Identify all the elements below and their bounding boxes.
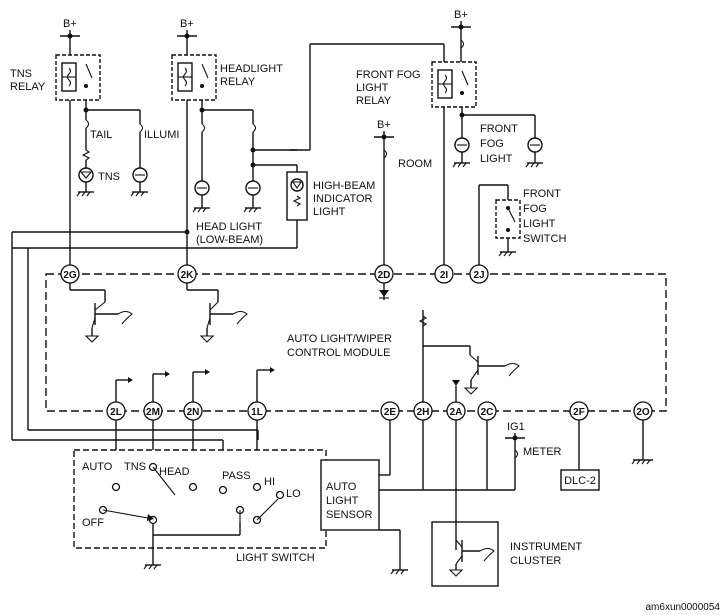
svg-text:LIGHT: LIGHT: [356, 82, 389, 94]
meter-feed: IG1 METER: [505, 421, 562, 490]
svg-text:AUTO: AUTO: [326, 481, 357, 493]
illumi-branch: ILLUMI: [130, 110, 179, 197]
terminal-2j: 2J: [469, 264, 489, 284]
light-switch: AUTO TNS HEAD PASS HI LO OFF LIGHT SWITC…: [73, 449, 327, 570]
terminal-2n: 2N: [183, 401, 203, 421]
terminal-2g: 2G: [60, 264, 80, 284]
svg-text:(LOW-BEAM): (LOW-BEAM): [196, 234, 263, 246]
svg-text:IG1: IG1: [507, 421, 525, 433]
svg-text:INDICATOR: INDICATOR: [313, 193, 373, 205]
svg-text:2O: 2O: [636, 407, 650, 418]
svg-text:LIGHT: LIGHT: [523, 218, 556, 230]
svg-text:2C: 2C: [481, 407, 494, 418]
dlc-2: DLC-2: [560, 469, 600, 491]
svg-text:2J: 2J: [473, 270, 484, 281]
svg-text:2I: 2I: [440, 270, 449, 281]
terminal-2a: 2A: [446, 401, 466, 421]
svg-text:2K: 2K: [181, 270, 195, 281]
terminal-2d: 2D: [374, 264, 394, 284]
terminal-2f: 2F: [569, 401, 589, 421]
svg-text:FOG: FOG: [523, 203, 547, 215]
svg-text:LO: LO: [286, 488, 301, 500]
svg-text:HI: HI: [264, 476, 275, 488]
svg-text:HEADLIGHT: HEADLIGHT: [220, 63, 283, 75]
svg-text:2M: 2M: [146, 407, 160, 418]
tns-relay: TNS RELAY: [10, 54, 140, 265]
control-module: AUTO LIGHT/WIPER CONTROL MODULE: [45, 273, 667, 412]
svg-text:2E: 2E: [384, 407, 397, 418]
svg-text:INSTRUMENT: INSTRUMENT: [510, 541, 582, 553]
terminals-bottom: 2L 2M 2N 1L 2E 2H 2A 2C 2F 2O: [106, 401, 653, 421]
svg-text:PASS: PASS: [222, 470, 251, 482]
svg-text:FRONT: FRONT: [523, 188, 561, 200]
svg-text:HEAD: HEAD: [159, 466, 190, 478]
svg-text:TNS: TNS: [98, 171, 120, 183]
instrument-cluster: INSTRUMENT CLUSTER: [431, 521, 582, 587]
svg-text:2D: 2D: [378, 270, 391, 281]
svg-text:RELAY: RELAY: [220, 76, 256, 88]
svg-text:B+: B+: [454, 9, 468, 21]
svg-text:TNS: TNS: [10, 68, 32, 80]
svg-text:LIGHT: LIGHT: [313, 206, 346, 218]
svg-text:RELAY: RELAY: [356, 95, 392, 107]
headlight-relay: HEADLIGHT RELAY: [171, 54, 283, 265]
terminal-2e: 2E: [380, 401, 400, 421]
svg-text:AUTO LIGHT/WIPER: AUTO LIGHT/WIPER: [287, 333, 392, 345]
svg-text:SENSOR: SENSOR: [326, 509, 373, 521]
svg-text:CONTROL MODULE: CONTROL MODULE: [287, 347, 391, 359]
svg-text:HIGH-BEAM: HIGH-BEAM: [313, 180, 375, 192]
svg-text:LIGHT: LIGHT: [480, 153, 513, 165]
terminal-2o: 2O: [633, 401, 653, 421]
figure-reference: am6xun0000054: [645, 602, 720, 613]
terminal-2k: 2K: [177, 264, 197, 284]
svg-text:DLC-2: DLC-2: [564, 475, 596, 487]
svg-text:B+: B+: [180, 18, 194, 30]
svg-text:2A: 2A: [450, 407, 463, 418]
terminal-2i: 2I: [434, 264, 454, 284]
svg-text:AUTO: AUTO: [82, 461, 113, 473]
svg-text:2N: 2N: [187, 407, 200, 418]
svg-text:ROOM: ROOM: [398, 158, 432, 170]
svg-text:LIGHT SWITCH: LIGHT SWITCH: [236, 552, 315, 564]
terminal-2m: 2M: [143, 401, 163, 421]
svg-text:LIGHT: LIGHT: [326, 495, 359, 507]
front-fog-light-switch: FRONT FOG LIGHT SWITCH: [478, 184, 566, 265]
terminal-2h: 2H: [413, 401, 433, 421]
svg-text:B+: B+: [377, 119, 391, 131]
left-harness: [11, 229, 258, 441]
svg-text:2H: 2H: [417, 407, 430, 418]
svg-text:FRONT FOG: FRONT FOG: [356, 69, 421, 81]
svg-text:2G: 2G: [63, 270, 77, 281]
terminal-2c: 2C: [477, 401, 497, 421]
svg-text:FRONT: FRONT: [480, 123, 518, 135]
high-beam-indicator: HIGH-BEAM INDICATOR LIGHT: [12, 147, 375, 249]
head-light-low-beam: HEAD LIGHT (LOW-BEAM): [192, 110, 263, 246]
terminals-top: 2G 2K 2D 2I 2J: [60, 264, 489, 284]
auto-light-sensor: AUTO LIGHT SENSOR: [320, 459, 408, 575]
room-diode: [379, 282, 389, 300]
svg-text:FOG: FOG: [480, 138, 504, 150]
svg-text:2F: 2F: [573, 407, 585, 418]
svg-text:METER: METER: [523, 446, 562, 458]
svg-text:TAIL: TAIL: [90, 129, 112, 141]
svg-text:1L: 1L: [251, 407, 263, 418]
front-fog-light-relay: FRONT FOG LIGHT RELAY FRONT FOG LIGHT: [356, 61, 543, 265]
svg-text:RELAY: RELAY: [10, 81, 46, 93]
bplus-supply-headlight: B+: [177, 18, 197, 55]
svg-text:TNS: TNS: [124, 461, 146, 473]
svg-text:ILLUMI: ILLUMI: [144, 129, 179, 141]
terminal-2l: 2L: [106, 401, 126, 421]
bplus-supply-room: B+ ROOM: [374, 119, 432, 265]
svg-text:SWITCH: SWITCH: [523, 233, 566, 245]
svg-text:CLUSTER: CLUSTER: [510, 555, 561, 567]
svg-text:HEAD LIGHT: HEAD LIGHT: [196, 221, 262, 233]
terminal-1l: 1L: [247, 401, 267, 421]
svg-text:OFF: OFF: [82, 517, 104, 529]
svg-text:B+: B+: [63, 18, 77, 30]
tail-branch: TAIL TNS: [76, 110, 120, 197]
bplus-supply-tns: B+: [60, 18, 80, 55]
bplus-supply-fog: B+: [451, 9, 471, 62]
svg-text:2L: 2L: [110, 407, 122, 418]
